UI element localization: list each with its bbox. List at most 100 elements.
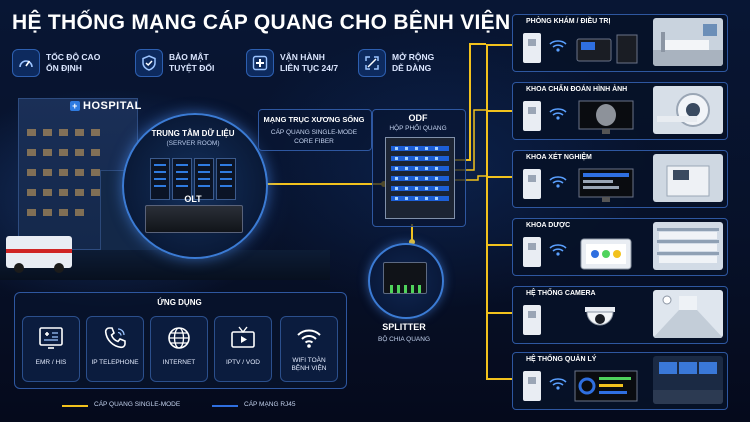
hospital-sign: +HOSPITAL [70, 100, 142, 112]
backbone-line1: CÁP QUANG SINGLE-MODE [270, 129, 358, 136]
backbone-line2: CORE FIBER [294, 138, 334, 145]
odf-cabinet [385, 137, 455, 219]
app-label: IP TELEPHONE [91, 359, 139, 366]
phone-icon [104, 327, 126, 349]
olt-label: OLT [184, 194, 202, 204]
splitter-device [383, 262, 427, 294]
shield-check-icon [135, 49, 163, 77]
server-rack [194, 158, 214, 200]
app-iptv-vod: IPTV / VOD [214, 316, 272, 382]
control-room-photo [653, 356, 723, 404]
department-title: KHOA DƯỢC [526, 222, 571, 229]
wifi-icon [549, 176, 567, 188]
department-camera-system: HỆ THỐNG CAMERA [512, 286, 728, 344]
odf-title: ODF [408, 113, 428, 123]
corridor-camera-photo [653, 290, 723, 338]
server-rack [172, 158, 192, 200]
wall-outlet-icon [523, 169, 541, 199]
dashboard-monitor-icon [574, 370, 638, 402]
globe-icon [168, 327, 190, 349]
medical-cross-icon [246, 49, 274, 77]
pharmacy-shelves-photo [653, 222, 723, 270]
feature-line2: LIÊN TỤC 24/7 [280, 63, 339, 73]
splitter-title: SPLITTER [382, 322, 426, 332]
tablet-icon [580, 238, 632, 270]
wall-outlet-icon [523, 237, 541, 267]
data-center-subtitle: (SERVER ROOM) [166, 140, 220, 147]
emr-record-icon [39, 327, 63, 349]
dome-camera-icon [585, 307, 615, 326]
xray-monitor-icon [578, 100, 634, 134]
fiber-branch [486, 378, 512, 380]
backbone-caption: CÁP QUANG SINGLE-MODE CORE FIBER [258, 128, 370, 146]
department-title: HỆ THỐNG QUẢN LÝ [526, 356, 597, 363]
fiber-distribution-bus [486, 44, 488, 380]
legend-rj45-swatch [212, 405, 238, 407]
backbone-title: MẠNG TRỤC XƯƠNG SỐNG [263, 115, 365, 124]
expand-arrows-icon [358, 49, 386, 77]
data-center-label: TRUNG TÂM DỮ LIỆU (SERVER ROOM) [134, 129, 252, 149]
feature-line2: ỔN ĐỊNH [46, 63, 82, 73]
department-title: HỆ THỐNG CAMERA [526, 290, 596, 297]
feature-line2: TUYỆT ĐỐI [169, 63, 215, 73]
wifi-icon [549, 244, 567, 256]
odf-subtitle: HỘP PHỐI QUANG [389, 125, 447, 132]
fiber-branch [486, 244, 512, 246]
ip-phone-icon [576, 34, 638, 64]
server-rack [216, 158, 236, 200]
legend-fiber-label: CÁP QUANG SINGLE-MODE [94, 401, 181, 408]
app-ip-telephone: IP TELEPHONE [86, 316, 144, 382]
tv-play-icon [231, 326, 255, 348]
department-clinic: PHÒNG KHÁM / ĐIỀU TRỊ [512, 14, 728, 72]
wall-outlet-icon [523, 101, 541, 131]
lab-analyzer-photo [653, 154, 723, 202]
data-center-title: TRUNG TÂM DỮ LIỆU [151, 129, 235, 138]
lab-monitor-icon [578, 168, 634, 202]
splitter-subtitle: BỘ CHIA QUANG [377, 336, 430, 343]
hospital-cross-icon: + [70, 101, 80, 111]
fiber-branch [486, 176, 512, 178]
feature-line1: VẬN HÀNH [280, 52, 325, 62]
app-label-line2: BỆNH VIỆN [291, 365, 327, 372]
department-pharmacy: KHOA DƯỢC [512, 218, 728, 276]
legend-fiber-swatch [62, 405, 88, 407]
department-title: KHOA CHẨN ĐOÁN HÌNH ẢNH [526, 86, 628, 93]
ct-scanner-photo [653, 86, 723, 134]
wall-outlet-icon [523, 33, 541, 63]
feature-line1: MỞ RỘNG [392, 52, 435, 62]
wall-outlet-icon [523, 371, 541, 401]
app-label: EMR / HIS [35, 359, 67, 366]
olt-device [145, 205, 243, 233]
department-title: PHÒNG KHÁM / ĐIỀU TRỊ [526, 18, 611, 25]
department-imaging: KHOA CHẨN ĐOÁN HÌNH ẢNH [512, 82, 728, 140]
department-title: KHOA XÉT NGHIỆM [526, 154, 592, 161]
wifi-icon [549, 40, 567, 52]
ambulance [6, 236, 72, 273]
wifi-icon [297, 329, 321, 348]
speedometer-icon [12, 49, 40, 77]
applications-title: ỨNG DỤNG [157, 298, 202, 307]
wall-outlet-icon [523, 305, 541, 335]
fiber-branch [486, 312, 512, 314]
fiber-branch [486, 110, 512, 112]
app-label: INTERNET [162, 359, 196, 366]
app-label: WIFI TOÀN [292, 357, 326, 364]
app-label: IPTV / VOD [226, 359, 260, 366]
ward-bed-photo [653, 18, 723, 66]
page-title: HỆ THỐNG MẠNG CÁP QUANG CHO BỆNH VIỆN [12, 11, 511, 34]
fiber-branch [486, 44, 512, 46]
department-laboratory: KHOA XÉT NGHIỆM [512, 150, 728, 208]
wifi-icon [549, 378, 567, 390]
feature-line1: TỐC ĐỘ CAO [46, 52, 101, 62]
backbone-box [258, 109, 372, 151]
legend-rj45-label: CÁP MẠNG RJ45 [244, 401, 296, 408]
server-rack [150, 158, 170, 200]
feature-line1: BẢO MẬT [169, 52, 209, 62]
department-management-system: HỆ THỐNG QUẢN LÝ [512, 352, 728, 410]
